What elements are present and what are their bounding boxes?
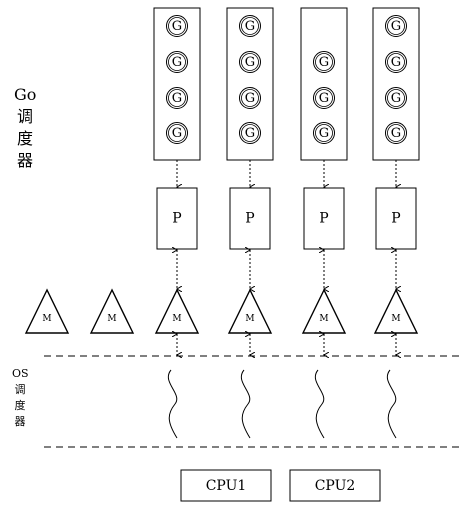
goroutine-label: G — [172, 19, 182, 34]
goroutine-inner-circle — [168, 17, 186, 35]
goroutine-inner-circle — [387, 53, 405, 71]
idle-machine-thread — [89, 288, 135, 334]
machine-thread — [373, 288, 419, 334]
goroutine-inner-circle — [241, 17, 259, 35]
goroutine-label: G — [245, 91, 255, 106]
processor-label: P — [245, 211, 254, 227]
goroutine-outer-circle — [385, 15, 407, 37]
goroutine-queue-2 — [226, 7, 274, 161]
cpu-box-1 — [180, 469, 272, 502]
goroutine-label: G — [391, 126, 401, 141]
cpu-label-2: CPU2 — [315, 478, 356, 494]
goroutine-outer-circle — [313, 122, 335, 144]
processor-box — [156, 187, 198, 250]
goroutine-inner-circle — [241, 89, 259, 107]
goroutine-queue-4 — [372, 7, 420, 161]
goroutine-inner-circle — [168, 53, 186, 71]
goroutine-inner-circle — [315, 89, 333, 107]
goroutine-outer-circle — [385, 122, 407, 144]
goroutine-label: G — [245, 19, 255, 34]
idle-machine-thread-label: M — [107, 314, 116, 324]
os-thread-wave — [241, 369, 251, 439]
cpu-label-1: CPU1 — [206, 478, 247, 494]
goroutine-label: G — [245, 126, 255, 141]
goroutine-label: G — [319, 126, 329, 141]
goroutine-outer-circle — [313, 87, 335, 109]
cpu-box-2 — [289, 469, 381, 502]
goroutine-outer-circle — [166, 122, 188, 144]
idle-machine-thread — [24, 288, 70, 334]
goroutine-outer-circle — [239, 87, 261, 109]
goroutine-label: G — [391, 91, 401, 106]
goroutine-inner-circle — [241, 53, 259, 71]
machine-thread-label: M — [245, 314, 254, 324]
goroutine-label: G — [391, 19, 401, 34]
goroutine-inner-circle — [168, 89, 186, 107]
goroutine-outer-circle — [166, 51, 188, 73]
goroutine-inner-circle — [315, 124, 333, 142]
goroutine-label: G — [172, 126, 182, 141]
goroutine-outer-circle — [239, 15, 261, 37]
processor-label: P — [391, 211, 400, 227]
goroutine-inner-circle — [387, 124, 405, 142]
goroutine-inner-circle — [387, 17, 405, 35]
goroutine-label: G — [172, 55, 182, 70]
os-thread-wave — [315, 369, 325, 439]
processor-box — [229, 187, 271, 250]
processor-box — [375, 187, 417, 250]
machine-thread — [154, 288, 200, 334]
goroutine-inner-circle — [168, 124, 186, 142]
goroutine-outer-circle — [166, 87, 188, 109]
goroutine-label: G — [245, 55, 255, 70]
goroutine-label: G — [319, 91, 329, 106]
goroutine-outer-circle — [239, 122, 261, 144]
goroutine-label: G — [391, 55, 401, 70]
goroutine-queue-3 — [300, 7, 348, 161]
goroutine-outer-circle — [313, 51, 335, 73]
machine-thread-label: M — [319, 314, 328, 324]
os-thread-wave — [168, 369, 178, 439]
idle-machine-thread-label: M — [42, 314, 51, 324]
machine-thread — [227, 288, 273, 334]
goroutine-outer-circle — [385, 51, 407, 73]
machine-thread — [301, 288, 347, 334]
goroutine-outer-circle — [239, 51, 261, 73]
machine-thread-label: M — [391, 314, 400, 324]
goroutine-outer-circle — [385, 87, 407, 109]
goroutine-inner-circle — [315, 53, 333, 71]
machine-thread-label: M — [172, 314, 181, 324]
goroutine-label: G — [172, 91, 182, 106]
processor-label: P — [319, 211, 328, 227]
goroutine-inner-circle — [241, 124, 259, 142]
go-scheduler-label: Go 调 度 器 — [14, 85, 37, 170]
goroutine-outer-circle — [166, 15, 188, 37]
os-scheduler-label: OS 调 度 器 — [12, 367, 29, 428]
goroutine-inner-circle — [387, 89, 405, 107]
processor-box — [303, 187, 345, 250]
os-thread-wave — [387, 369, 397, 439]
goroutine-label: G — [319, 55, 329, 70]
processor-label: P — [172, 211, 181, 227]
